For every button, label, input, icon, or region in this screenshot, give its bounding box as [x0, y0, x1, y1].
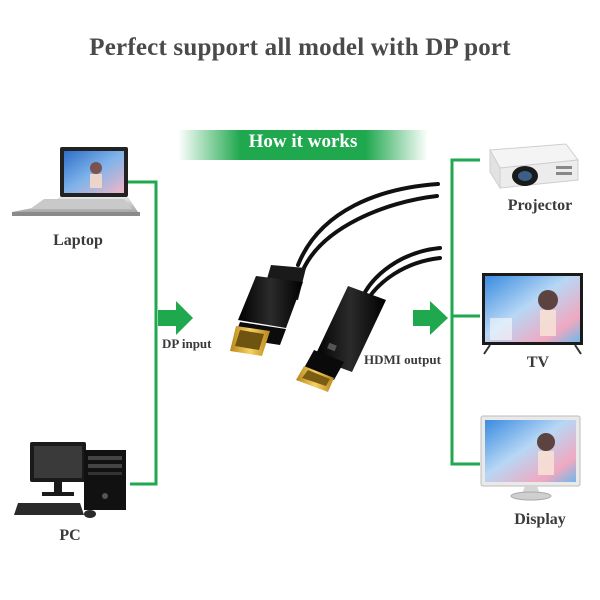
diagram-title: Perfect support all model with DP port	[89, 34, 511, 61]
tv-label: TV	[526, 354, 550, 371]
hdmi-plug-icon	[296, 286, 386, 392]
how-it-works-banner	[178, 130, 428, 160]
pc-label: PC	[59, 527, 81, 544]
dp-input-label: DP input	[162, 336, 212, 351]
input-arrow-icon	[158, 301, 193, 335]
destination-connector-lines	[450, 158, 480, 466]
how-it-works-label: How it works	[248, 131, 358, 152]
monitor-icon	[480, 415, 581, 501]
laptop-icon	[12, 147, 140, 216]
output-arrow-icon	[413, 301, 448, 335]
projector-icon	[489, 143, 579, 190]
display-label: Display	[514, 511, 566, 528]
tv-icon	[482, 273, 583, 355]
projector-label: Projector	[507, 197, 573, 214]
displayport-plug-icon	[230, 265, 306, 356]
cable-icon	[296, 182, 442, 304]
desktop-pc-icon	[14, 442, 126, 518]
laptop-label: Laptop	[53, 232, 103, 249]
source-connector-lines	[125, 180, 158, 486]
hdmi-output-label: HDMI output	[364, 352, 441, 367]
